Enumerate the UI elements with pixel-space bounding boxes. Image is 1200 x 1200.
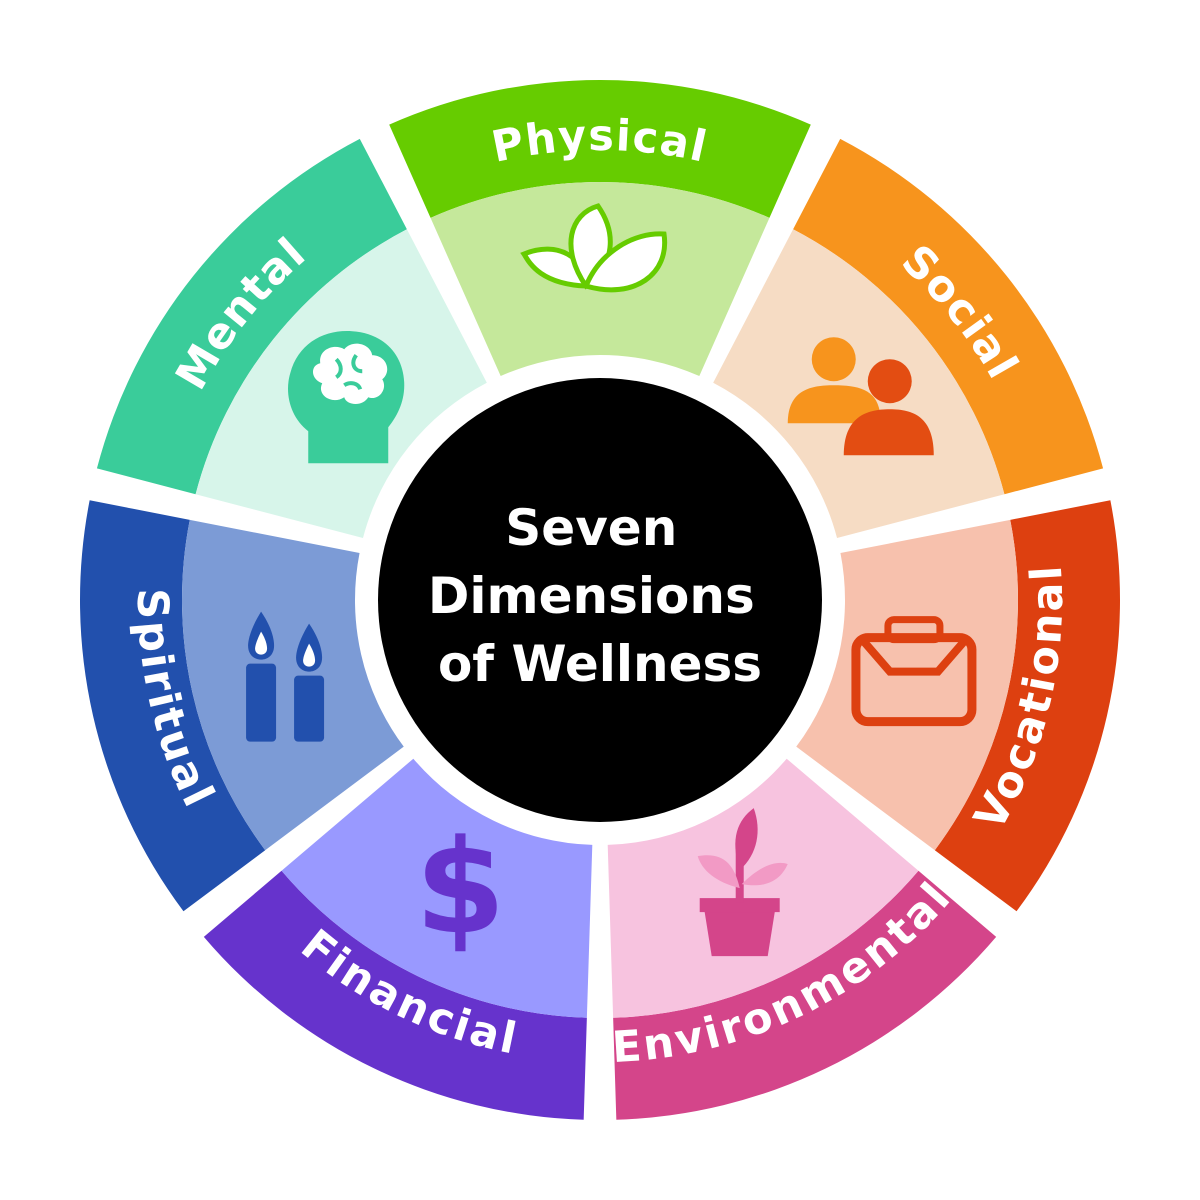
segment-spiritual-outer-band xyxy=(80,500,266,912)
segment-spiritual-inner-band xyxy=(182,519,404,851)
segment-social-outer-band xyxy=(793,138,1104,495)
people-icon xyxy=(787,337,934,456)
head-brain-icon xyxy=(288,331,405,464)
segment-physical-outer-band xyxy=(389,80,811,218)
briefcase-icon xyxy=(851,616,977,727)
segment-environmental: Environmental xyxy=(607,758,997,1120)
segment-spiritual: Spiritual xyxy=(80,500,404,912)
candles-icon xyxy=(246,611,325,742)
center-title-line-2: Dimensions xyxy=(428,567,755,625)
segment-social: Social xyxy=(713,138,1104,539)
center-title-line-1: Seven xyxy=(505,499,677,557)
center-circle: Seven Dimensions of Wellness xyxy=(378,378,822,822)
segment-environmental-outer-band xyxy=(613,870,997,1120)
plant-pot-icon xyxy=(697,808,788,957)
segment-vocational-inner-band xyxy=(796,519,1018,851)
segment-social-inner-band xyxy=(713,229,1005,539)
svg-text:$: $ xyxy=(415,811,505,963)
segment-environmental-inner-band xyxy=(607,758,919,1018)
dollar-icon: $ xyxy=(415,811,505,963)
segment-mental-outer-band xyxy=(96,138,407,495)
svg-text:Seven Dimensions o: Seven Dimensions of Wellness xyxy=(428,499,772,693)
segment-vocational: Vocational xyxy=(796,500,1120,912)
segment-financial: Financial $ xyxy=(203,758,593,1120)
segment-physical: Physical xyxy=(389,80,811,377)
segment-financial-inner-band xyxy=(281,758,593,1018)
leaves-icon xyxy=(520,203,668,293)
center-title-line-3: of Wellness xyxy=(438,635,762,693)
segments: Physical Social Vocational Environmental… xyxy=(80,80,1120,1120)
segment-financial-outer-band xyxy=(203,870,587,1120)
segment-vocational-outer-band xyxy=(934,500,1120,912)
